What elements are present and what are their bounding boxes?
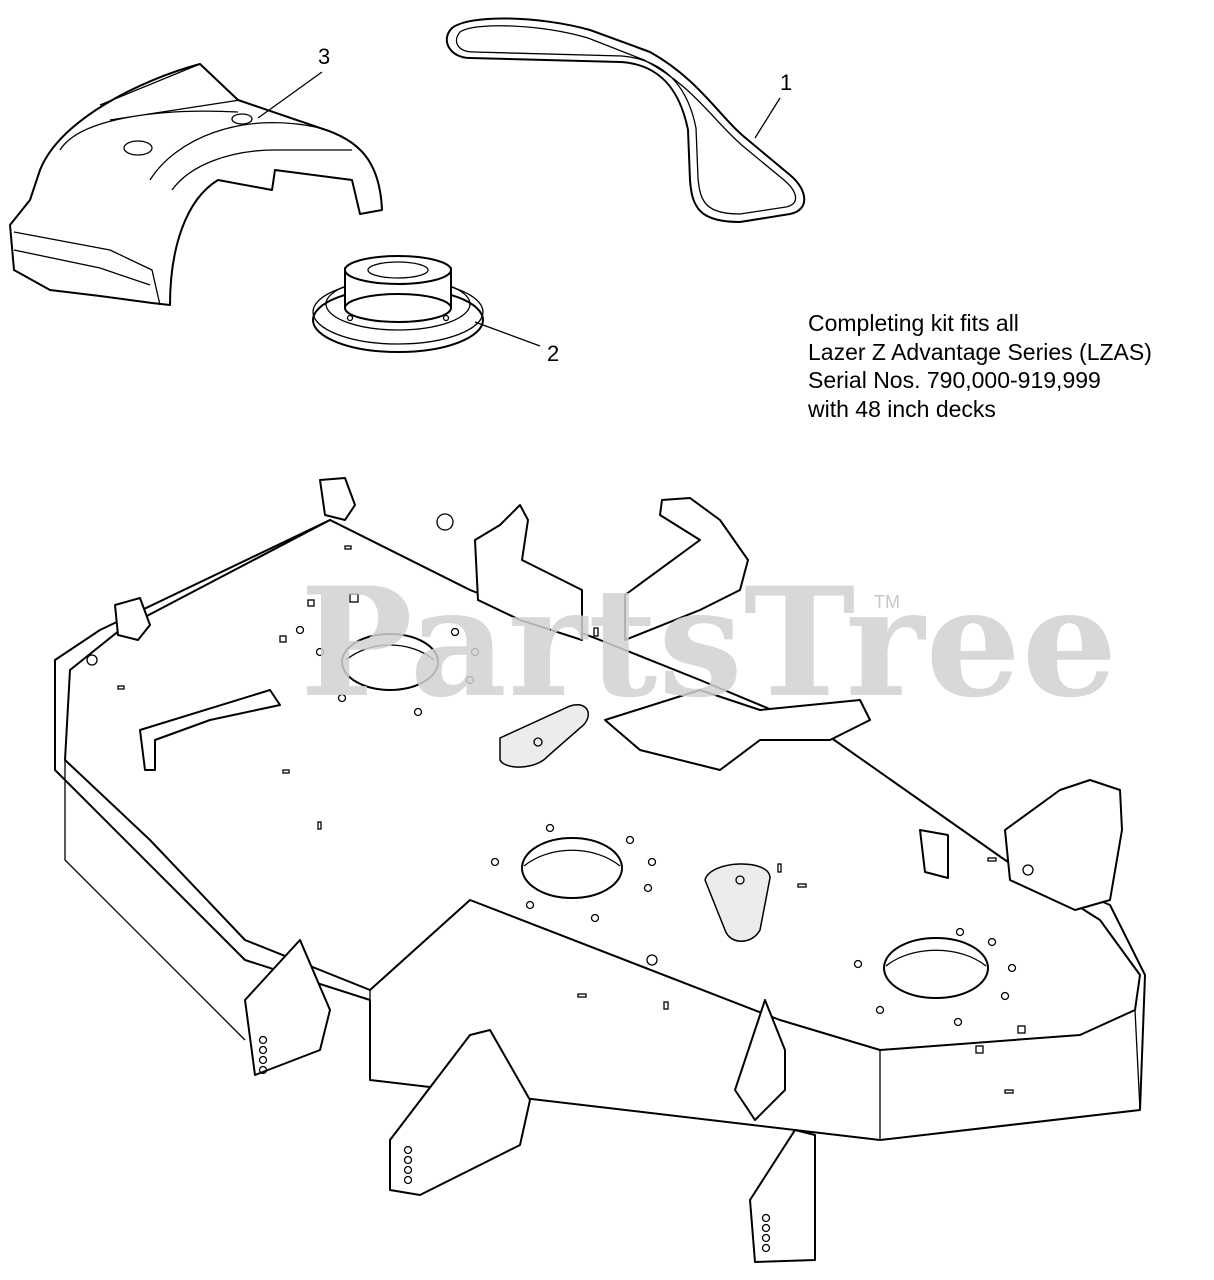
partstree-watermark: PartsTree	[300, 555, 1119, 731]
callout-cover-number: 3	[318, 44, 331, 69]
note-line-3: Serial Nos. 790,000-919,999	[808, 367, 1101, 393]
mower-deck	[54, 477, 1146, 1263]
cover-leader	[257, 71, 323, 119]
fitment-note: Completing kit fits all Lazer Z Advantag…	[808, 309, 1152, 423]
note-line-2: Lazer Z Advantage Series (LZAS)	[808, 338, 1152, 365]
trademark-mark: TM	[874, 592, 900, 612]
belt-part	[445, 17, 806, 223]
callout-pulley-number: 2	[547, 341, 560, 366]
belt-cover-part	[9, 63, 383, 306]
pulley-leader	[474, 321, 541, 347]
belt-leader	[754, 97, 781, 139]
note-line-1: Completing kit fits all	[808, 310, 1019, 336]
callout-belt-number: 1	[780, 70, 793, 95]
note-line-4: with 48 inch decks	[808, 395, 996, 422]
pulley-part	[312, 255, 484, 353]
